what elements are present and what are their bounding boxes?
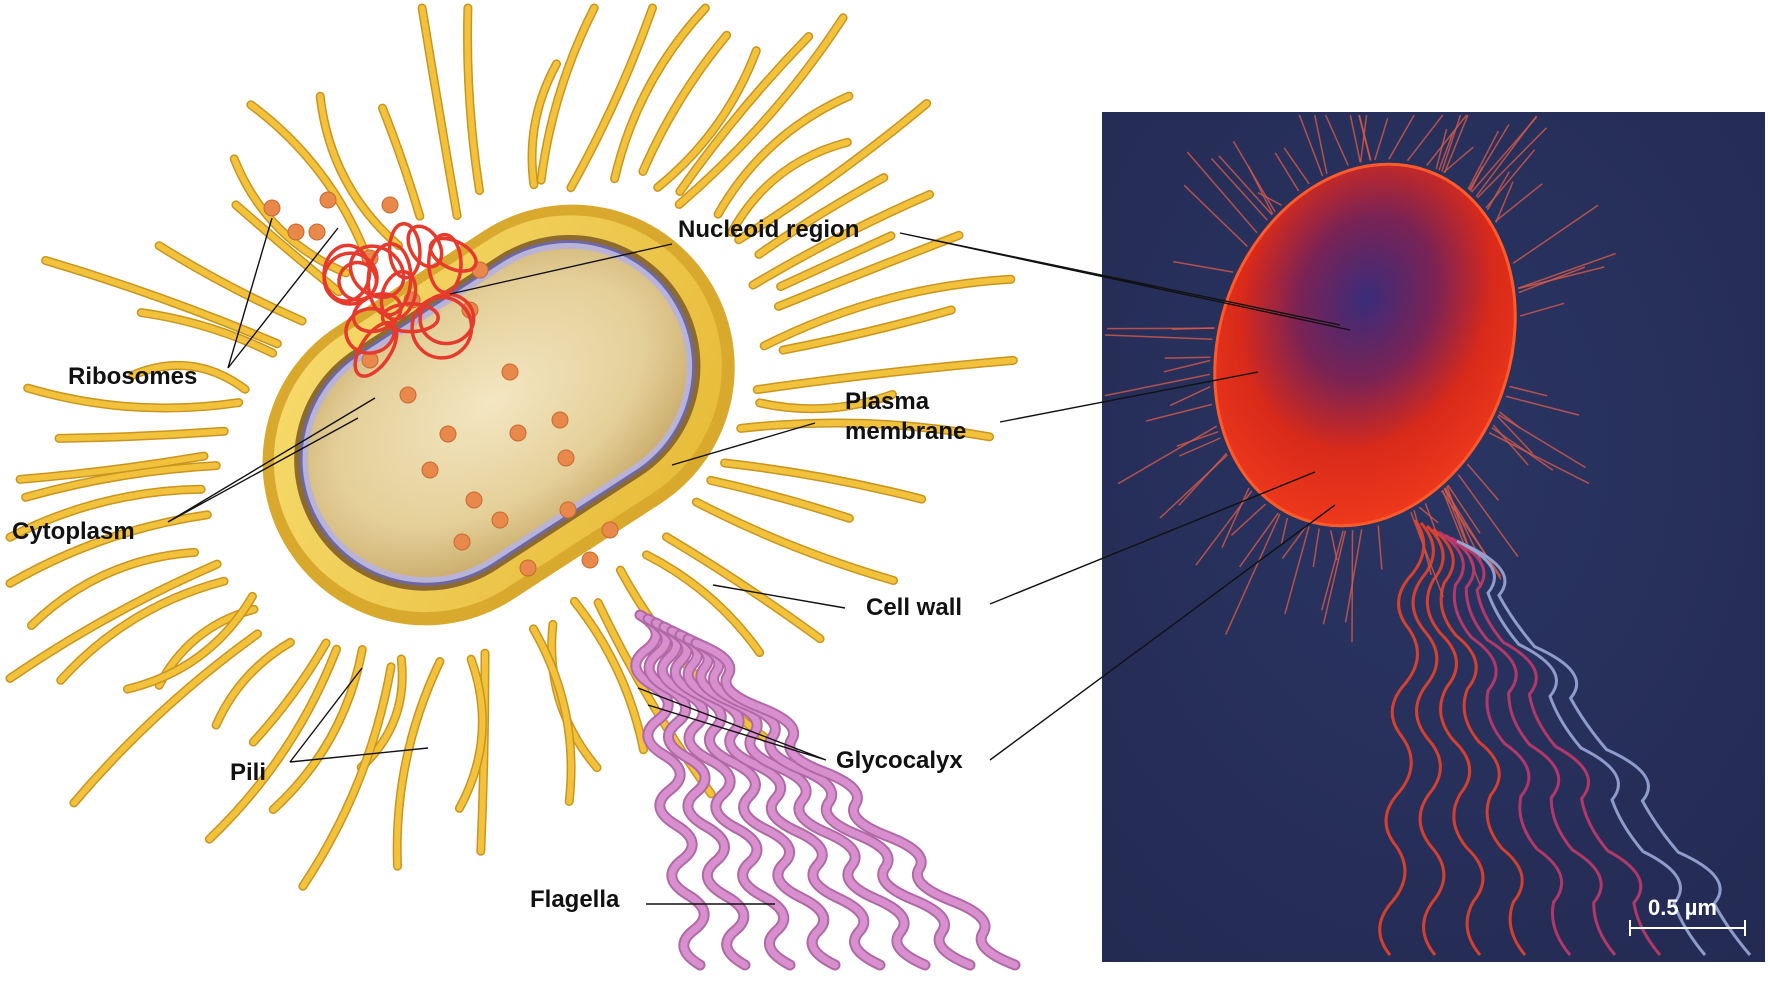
label-plasma-membrane: Plasma membrane xyxy=(845,387,966,447)
ribosome xyxy=(552,412,568,428)
pilus-shadow xyxy=(764,279,1011,346)
label-glycocalyx: Glycocalyx xyxy=(836,746,963,776)
ribosome xyxy=(440,426,456,442)
label-cell-wall: Cell wall xyxy=(866,593,962,623)
ribosome xyxy=(382,197,398,213)
label-plasma-membrane-line1: Plasma xyxy=(845,387,966,417)
pilus-shadow xyxy=(273,650,362,810)
ribosome xyxy=(288,224,304,240)
ribosome xyxy=(309,224,325,240)
ribosome xyxy=(560,502,576,518)
ribosome xyxy=(422,462,438,478)
pilus xyxy=(422,8,457,216)
ribosome xyxy=(454,534,470,550)
ribosome xyxy=(558,450,574,466)
ribosome xyxy=(520,560,536,576)
ribosome xyxy=(264,200,280,216)
ribosome xyxy=(400,387,416,403)
label-flagella: Flagella xyxy=(530,885,619,915)
label-ribosomes: Ribosomes xyxy=(68,362,197,392)
flagella-group xyxy=(636,615,1015,965)
pilus xyxy=(273,650,362,810)
ribosome xyxy=(582,552,598,568)
pilus xyxy=(764,279,1011,346)
ribosome xyxy=(320,192,336,208)
pilus xyxy=(711,480,850,518)
label-pili: Pili xyxy=(230,758,266,788)
ribosome xyxy=(466,492,482,508)
ribosome xyxy=(502,364,518,380)
micrograph-panel xyxy=(1102,112,1765,962)
ribosome xyxy=(510,425,526,441)
label-cytoplasm: Cytoplasm xyxy=(12,517,135,547)
ribosome xyxy=(492,512,508,528)
ribosome xyxy=(602,522,618,538)
pilus xyxy=(757,360,1013,389)
label-nucleoid-region: Nucleoid region xyxy=(678,215,859,245)
label-plasma-membrane-line2: membrane xyxy=(845,417,966,447)
scale-bar-label: 0.5 µm xyxy=(1648,895,1717,921)
micrograph-pilus xyxy=(1165,357,1211,358)
